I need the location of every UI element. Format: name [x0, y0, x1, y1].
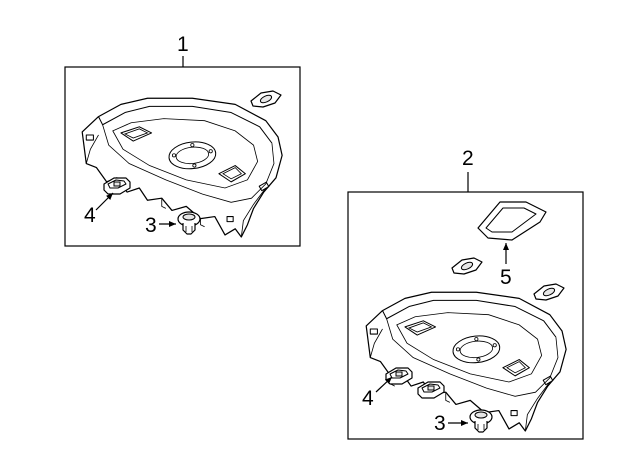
- assembly-1-frame: [64, 66, 301, 247]
- leader-arrow-4-lower: [375, 376, 393, 393]
- left-grommet-icon: [451, 257, 483, 275]
- speaker-grille-cover-icon: [477, 201, 547, 241]
- callout-5: 5: [500, 266, 512, 289]
- callout-4-upper: 4: [84, 204, 96, 227]
- callout-2: 2: [462, 147, 474, 170]
- assembly-2-frame: [347, 191, 584, 440]
- retainer-bracket-right-icon: [417, 381, 445, 399]
- push-pin-clip-icon: [177, 211, 201, 235]
- package-tray-assembly-icon: [365, 291, 567, 432]
- callout-3-upper: 3: [145, 214, 157, 237]
- leader-arrow-4-upper: [95, 192, 114, 211]
- push-pin-clip-lower-icon: [469, 409, 493, 433]
- upper-grommet-icon: [250, 90, 282, 108]
- callout-1: 1: [177, 33, 189, 56]
- callout-3-lower: 3: [434, 412, 446, 435]
- callout-4-lower: 4: [362, 387, 374, 410]
- right-grommet-icon: [533, 283, 565, 301]
